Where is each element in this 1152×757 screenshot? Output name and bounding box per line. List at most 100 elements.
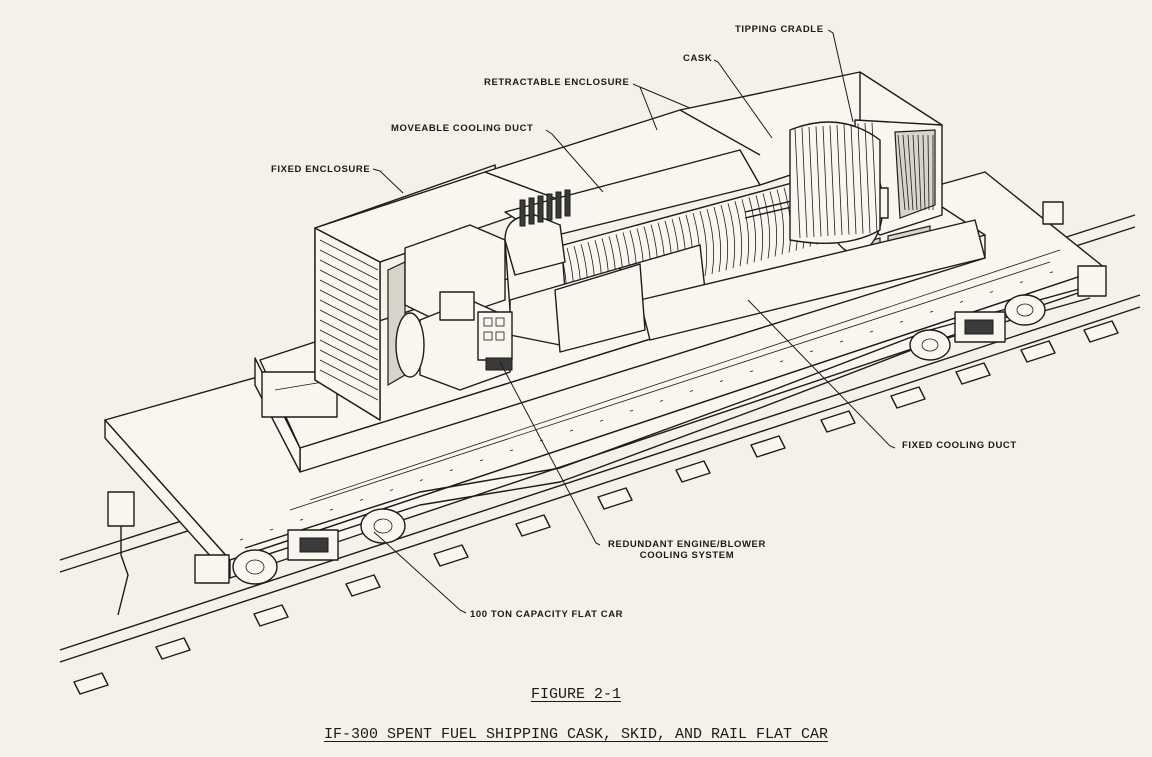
leader-lines	[372, 29, 896, 614]
duct-fin	[555, 191, 562, 219]
label-fixed-enclosure: FIXED ENCLOSURE	[271, 164, 371, 175]
cradle-rib	[857, 123, 864, 234]
screen-hatch	[922, 134, 926, 211]
cask-fin	[699, 210, 708, 277]
duct-fin	[546, 193, 553, 221]
label-moveable-cooling-duct: MOVEABLE COOLING DUCT	[391, 123, 534, 134]
louver	[319, 249, 379, 281]
louver	[319, 339, 379, 371]
rivet	[839, 340, 844, 343]
label-tipping-cradle: TIPPING CRADLE	[735, 24, 824, 35]
rail-tie	[1083, 320, 1119, 343]
label-cask: CASK	[683, 53, 713, 64]
duct-fin	[564, 189, 571, 217]
cask-fin	[741, 199, 750, 265]
rivet	[959, 301, 964, 303]
rivet	[719, 380, 724, 382]
cooling-ducts	[404, 189, 986, 353]
cradle-rib	[808, 126, 815, 238]
cask-fin	[734, 201, 743, 267]
louver	[319, 329, 379, 361]
rail-tie	[345, 574, 381, 597]
cradle-rib	[822, 125, 829, 237]
rivet	[329, 508, 334, 511]
rail-tie	[155, 637, 191, 660]
label-redundant-engine-line2: COOLING SYSTEM	[639, 550, 735, 561]
cradle-rib	[850, 123, 857, 235]
rail-tie	[890, 386, 926, 409]
screen-hatch	[927, 134, 930, 211]
louver	[319, 269, 379, 301]
label-retractable-enclosure: RETRACTABLE ENCLOSURE	[484, 77, 630, 88]
cask-fin	[762, 193, 771, 259]
cradle-rib	[794, 127, 801, 239]
label-flat-car: 100 TON CAPACITY FLAT CAR	[470, 609, 624, 620]
rail-tie	[433, 544, 469, 567]
cask-fin	[776, 189, 785, 255]
duct-fin	[537, 195, 544, 223]
label-fixed-cooling-duct: FIXED COOLING DUCT	[902, 440, 1017, 451]
rivet	[929, 310, 934, 313]
screen-hatch	[907, 134, 914, 211]
louver	[319, 239, 379, 271]
cask-fin	[720, 205, 729, 271]
engine-blower	[395, 291, 513, 391]
rivet	[359, 499, 364, 501]
cask-fin	[769, 191, 778, 257]
cradle-rib	[864, 122, 871, 234]
rivet	[779, 360, 784, 363]
louver	[319, 349, 379, 381]
cradle-rib	[815, 126, 822, 237]
rear-truck	[232, 508, 406, 585]
rivet	[869, 330, 874, 333]
rivet	[509, 449, 514, 452]
rail-tie	[597, 487, 633, 510]
rail-tie	[675, 460, 711, 483]
rivet	[419, 479, 424, 481]
rivet	[449, 469, 454, 472]
cradle-rib	[829, 125, 836, 236]
louver	[319, 359, 379, 391]
label-redundant-engine-line1: REDUNDANT ENGINE/BLOWER	[608, 539, 766, 550]
duct-fin	[528, 197, 535, 225]
rivet	[599, 419, 604, 422]
figure-number: FIGURE 2-1	[530, 686, 621, 703]
duct-fin	[519, 199, 526, 227]
cask-fin	[727, 203, 736, 269]
rivet	[299, 518, 304, 521]
louver	[319, 309, 379, 341]
rivet	[629, 409, 634, 412]
cask-fin	[713, 206, 722, 273]
cradle-rib	[843, 124, 850, 235]
rivet	[899, 320, 904, 323]
rail-tie	[750, 435, 786, 458]
louver	[319, 279, 379, 311]
cask-fin	[748, 197, 757, 263]
rivet	[479, 459, 484, 462]
rivet	[569, 429, 574, 432]
cask-fin	[755, 195, 764, 261]
rail-tie	[253, 604, 289, 627]
rivet	[389, 489, 394, 491]
rivet	[809, 350, 814, 353]
louver	[319, 289, 379, 321]
louver	[319, 259, 379, 291]
tipping-cradle	[789, 121, 881, 244]
rail-tie	[820, 410, 856, 433]
rivet	[659, 400, 664, 402]
cradle-rib	[836, 124, 843, 236]
screen-hatch	[912, 134, 918, 211]
louver	[319, 369, 379, 401]
louver	[319, 319, 379, 351]
rivet	[1019, 281, 1024, 283]
cask-fin	[706, 208, 715, 275]
rivet	[989, 291, 994, 293]
screen-hatch	[917, 134, 922, 211]
rivet	[1049, 271, 1054, 274]
cradle-rib	[871, 122, 878, 233]
screen-hatch	[902, 134, 910, 211]
louver	[319, 299, 379, 331]
screen-hatch	[897, 134, 906, 211]
